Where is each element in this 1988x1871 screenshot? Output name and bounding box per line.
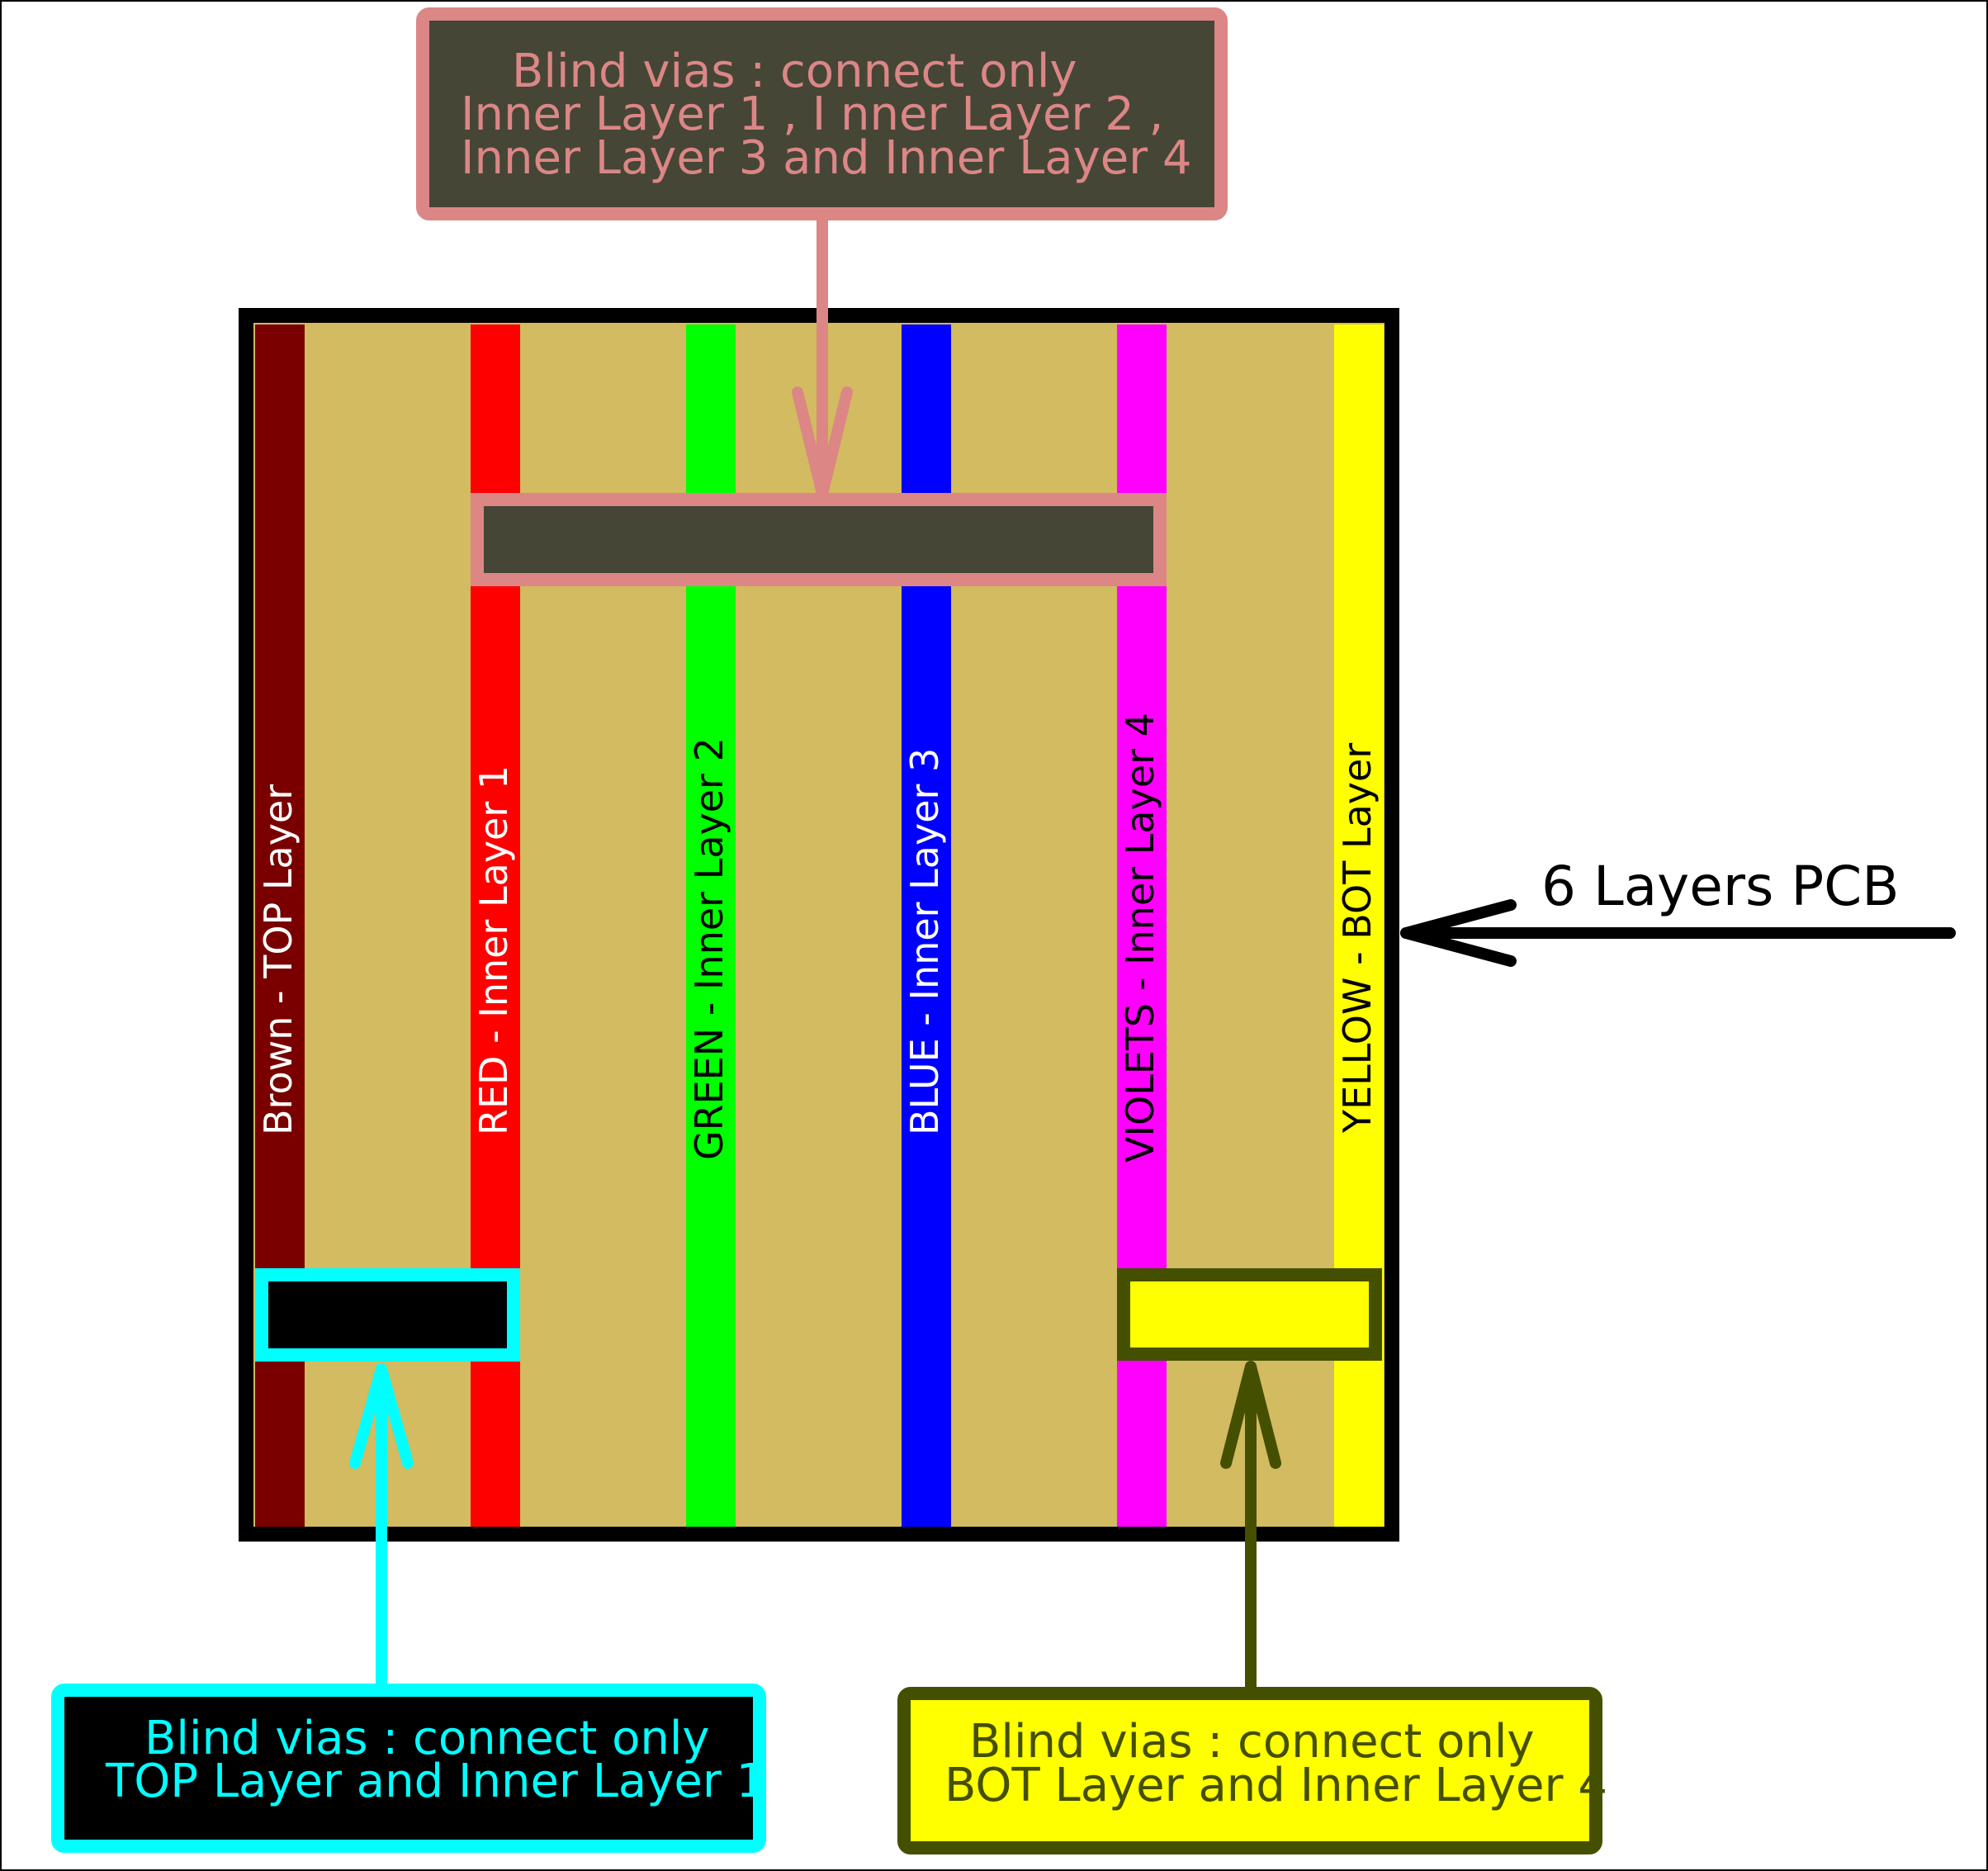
callout-bottom-line-2: BOT Layer and Inner Layer 4 (944, 1759, 1607, 1812)
blind-via-bottom (1117, 1268, 1382, 1361)
callout-top-line-1: Blind vias : connect only (144, 1712, 710, 1765)
layer-label-inner-3: BLUE - Inner Layer 3 (902, 748, 947, 1135)
callout-inner-line-1: Blind vias : connect only (512, 45, 1077, 98)
layer-label-top: Brown - TOP Layer (256, 784, 301, 1135)
callout-top: Blind vias : connect only TOP Layer and … (51, 1363, 766, 1853)
layer-label-inner-1: RED - Inner Layer 1 (471, 765, 516, 1135)
layer-label-inner-4: VIOLETS - Inner Layer 4 (1118, 713, 1162, 1163)
callout-inner: Blind vias : connect only Inner Layer 1 … (416, 7, 1228, 500)
callout-top-arrow-head-icon (349, 1363, 414, 1469)
layer-label-inner-2: GREEN - Inner Layer 2 (687, 737, 731, 1160)
callout-bottom-arrow-head-icon (1220, 1361, 1281, 1469)
callout-bottom-box (897, 1687, 1602, 1854)
callout-bottom-line-1: Blind vias : connect only (969, 1715, 1535, 1769)
callout-inner-box (416, 7, 1228, 220)
pcb-label-arrow-head-icon (1400, 899, 1517, 967)
blind-via-top (255, 1268, 520, 1362)
pcb-label: 6 Layers PCB (1541, 855, 1900, 918)
callout-bottom: Blind vias : connect only BOT Layer and … (897, 1361, 1607, 1854)
callout-top-line-2: TOP Layer and Inner Layer 1 (105, 1755, 765, 1808)
callout-inner-line-2: Inner Layer 1 , I nner Layer 2 , (461, 88, 1163, 141)
pcb-board: Brown - TOP Layer RED - Inner Layer 1 GR… (239, 308, 1399, 1542)
pcb-label-group: 6 Layers PCB (1400, 855, 1956, 967)
callout-inner-line-3: Inner Layer 3 and Inner Layer 4 (461, 131, 1192, 185)
blind-via-inner (471, 493, 1167, 586)
layer-label-bot: YELLOW - BOT Layer (1335, 743, 1380, 1134)
callout-inner-arrow-head-icon (792, 386, 853, 500)
callout-top-box (51, 1684, 766, 1853)
